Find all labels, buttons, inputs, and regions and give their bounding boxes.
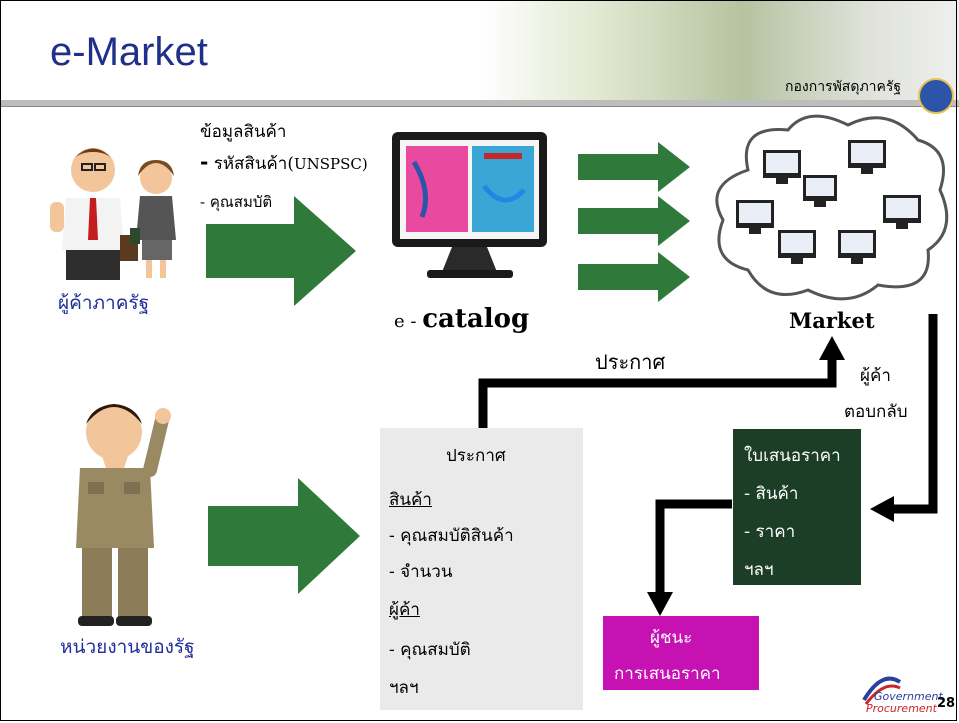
vendor-label: ผู้ค้าภาครัฐ [58,292,150,314]
product-info-heading: ข้อมูลสินค้า [200,122,287,142]
market-label: Market [789,308,875,333]
notice-goods-props: - คุณสมบัติสินค้า [389,526,514,546]
winner-line-1: ผู้ชนะ [650,628,693,648]
winner-line-2: การเสนอราคา [614,664,721,684]
product-code-label: รหัสสินค้า( [213,154,294,174]
market-monitors-icon [736,140,921,264]
catalog-to-market-arrow-1 [578,142,690,192]
agency-name: กองการพัสดุภาครัฐ [785,79,902,95]
catalog-title: catalog [422,304,530,334]
winner-box [603,616,759,690]
market-cloud-icon [715,114,949,301]
bid-etc: ฯลฯ [744,560,774,580]
vendor-reply-label-2: ตอบกลับ [844,402,908,422]
bid-heading: ใบเสนอราคา [744,446,841,466]
bid-goods: - สินค้า [744,484,799,504]
procurement-swoosh-icon [862,676,902,705]
catalog-monitor-icon [392,132,547,278]
product-code-standard: UNSPSC) [293,155,368,173]
dash-marker: - [200,150,209,174]
catalog-label: e - catalog [394,304,529,334]
vendor-to-catalog-arrow [206,196,356,306]
catalog-to-market-arrow-3 [578,252,690,302]
page-number: 28 [937,696,956,711]
header-divider [0,100,959,107]
vendor-people-icon [50,148,176,280]
notice-box [380,428,583,710]
logo-text-procurement: Procurement [866,702,937,715]
agency-to-notice-arrow [208,478,360,594]
notice-goods-header: สินค้า [389,490,432,510]
bid-box [733,429,861,585]
product-info-code-row: - รหัสสินค้า(UNSPSC) [200,150,368,177]
notice-etc: ฯลฯ [389,678,419,698]
product-info-props: - คุณสมบัติ [200,193,273,211]
bid-price: - ราคา [744,522,796,542]
agency-seal-icon [918,78,954,114]
businessman-icon [50,148,138,280]
notice-heading: ประกาศ [446,446,506,466]
announce-arrow-label: ประกาศ [595,350,666,374]
vendor-reply-label-1: ผู้ค้า [860,366,891,386]
notice-quantity: - จำนวน [389,562,453,582]
header-banner-image [480,0,959,100]
logo-text-government: Government [874,690,943,703]
agency-label: หน่วยงานของรัฐ [60,636,195,658]
slide-title: e-Market [50,30,208,74]
businesswoman-icon [130,160,176,278]
government-officer-icon [76,404,171,626]
notice-vendor-header: ผู้ค้า [389,600,420,620]
notice-vendor-props: - คุณสมบัติ [389,640,471,660]
catalog-prefix: e - [394,311,423,332]
catalog-to-market-arrow-2 [578,196,690,246]
